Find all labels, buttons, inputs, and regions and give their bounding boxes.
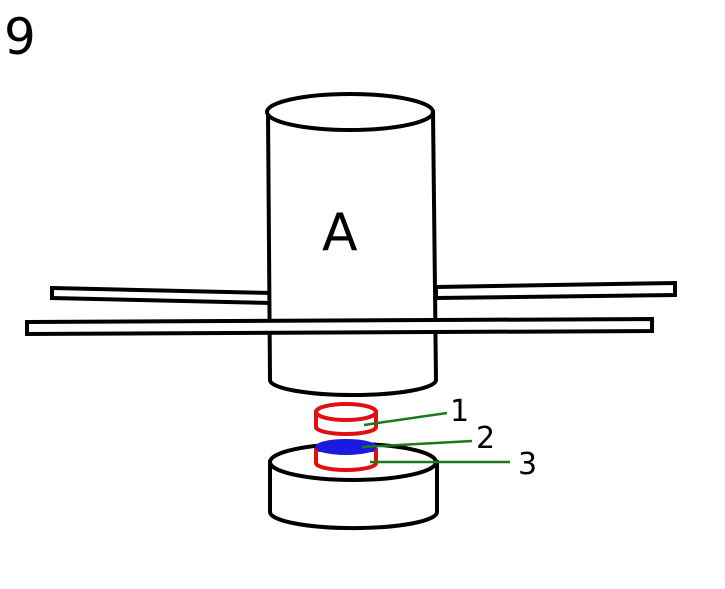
part-label-2: 2 xyxy=(476,421,495,456)
upper-ring xyxy=(314,402,378,436)
lower-ring xyxy=(314,448,378,472)
figure-number: 9 xyxy=(4,8,36,66)
cylinder-label: A xyxy=(322,203,358,263)
lower-rod xyxy=(25,316,654,337)
part-label-3: 3 xyxy=(518,447,537,482)
leader-lines xyxy=(361,411,510,464)
part-label-1: 1 xyxy=(450,394,469,429)
